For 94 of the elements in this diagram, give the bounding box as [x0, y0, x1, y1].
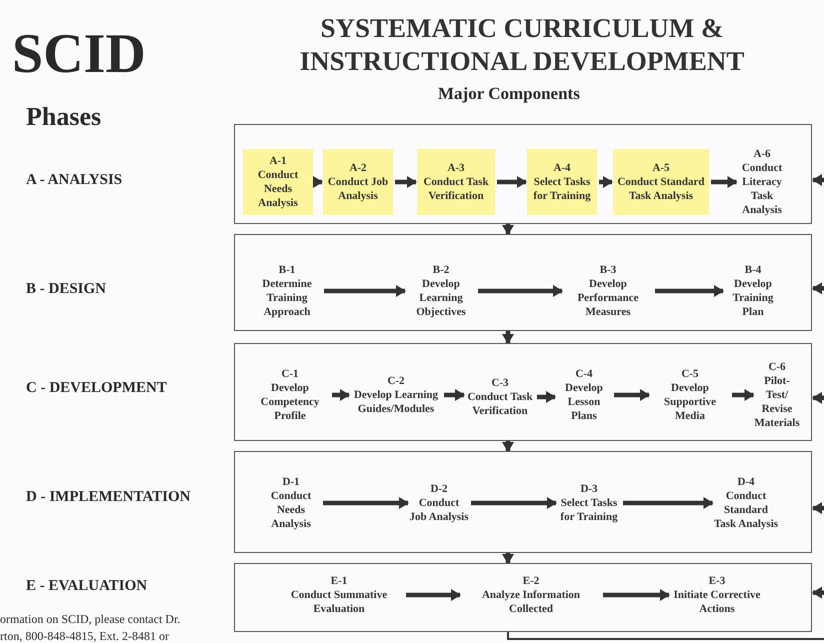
step-text: Develop Learning Guides/Modules — [352, 388, 440, 416]
step-box — [323, 149, 393, 215]
arrow — [497, 176, 527, 188]
step-text: Conduct Task Verification — [466, 390, 534, 418]
arrow — [614, 389, 650, 401]
arrow — [323, 497, 409, 509]
step-text: Develop Lesson Plans — [564, 381, 604, 423]
phase-label: A - ANALYSIS — [26, 172, 122, 189]
model-name: SCID — [12, 22, 146, 86]
step-text: Determine Training Approach — [261, 277, 313, 319]
step-text: Initiate Corrective Actions — [672, 588, 762, 616]
step-code: E-3 — [708, 574, 726, 588]
arrow — [623, 497, 714, 509]
step-code: D-2 — [430, 482, 448, 496]
step-code: A-2 — [349, 161, 367, 175]
subtitle: Major Components — [438, 84, 580, 104]
step-code: A-4 — [553, 161, 571, 175]
step-code: B-4 — [744, 263, 762, 277]
arrow — [444, 389, 465, 401]
arrow — [812, 586, 824, 599]
step-text: Develop Supportive Media — [663, 381, 717, 423]
step-code: E-2 — [522, 574, 540, 588]
step-text: Conduct Needs Analysis — [270, 489, 312, 531]
step-text: Analyze Information Collected — [480, 588, 582, 616]
arrow — [502, 553, 514, 564]
step-code: B-3 — [600, 263, 616, 277]
step-code: A-5 — [652, 161, 670, 175]
arrow — [537, 391, 556, 403]
step-code: A-6 — [753, 147, 771, 161]
step-text: Develop Competency Profile — [260, 381, 320, 423]
phase-label: C - DEVELOPMENT — [26, 380, 167, 397]
phase-panel — [234, 343, 812, 441]
arrow — [502, 441, 514, 452]
phase-label: E - EVALUATION — [26, 578, 148, 595]
arrow — [406, 589, 461, 601]
step-text: Conduct Summative Evaluation — [290, 588, 388, 616]
heading: Phases — [26, 102, 102, 132]
step-text: Conduct Needs Analysis — [256, 168, 300, 210]
step-text: Develop Training Plan — [732, 277, 774, 319]
arrow — [603, 589, 670, 601]
step-code: C-4 — [575, 367, 593, 381]
step-code: C-5 — [681, 367, 699, 381]
step-text: Conduct Standard Task Analysis — [616, 175, 706, 203]
step-code: D-3 — [580, 482, 598, 496]
step-text: Conduct Job Analysis — [409, 496, 469, 524]
arrow — [655, 285, 724, 297]
phase-label: B - DESIGN — [26, 281, 106, 298]
arrow — [711, 176, 738, 188]
step-code: C-2 — [387, 374, 405, 388]
phase-panel — [234, 563, 812, 632]
step-text: Develop Learning Objectives — [415, 277, 467, 319]
step-code: D-4 — [737, 475, 755, 489]
arrow — [502, 224, 514, 235]
phase-panel — [234, 124, 812, 224]
footnote: rton, 800-848-4815, Ext. 2-8481 or — [0, 629, 169, 643]
step-code: E-1 — [330, 574, 348, 588]
arrow — [478, 285, 563, 297]
step-box — [243, 149, 313, 215]
arrow — [599, 176, 613, 188]
step-box — [527, 149, 597, 215]
step-text: Pilot-Test/ Revise Materials — [754, 374, 800, 430]
step-code: B-1 — [278, 263, 296, 277]
step-text: Conduct Literacy Task Analysis — [740, 161, 784, 217]
step-code: C-3 — [491, 376, 509, 390]
step-text: Conduct Standard Task Analysis — [714, 489, 778, 531]
step-code: A-1 — [269, 154, 287, 168]
step-code: A-3 — [447, 161, 465, 175]
phase-panel — [234, 451, 812, 553]
step-text: Develop Performance Measures — [576, 277, 640, 319]
step-box — [417, 149, 495, 215]
arrow — [324, 285, 406, 297]
arrow — [332, 389, 350, 401]
step-text: Select Tasks for Training — [559, 496, 619, 524]
step-text: Conduct Task Verification — [422, 175, 490, 203]
arrow — [732, 389, 754, 401]
title: SYSTEMATIC CURRICULUM & INSTRUCTIONAL DEVELOPMENT — [298, 12, 746, 78]
step-code: B-2 — [432, 263, 450, 277]
step-text: Conduct Job Analysis — [327, 175, 389, 203]
step-code: C-6 — [768, 360, 786, 374]
step-box — [613, 149, 709, 215]
step-text: Select Tasks for Training — [532, 175, 592, 203]
step-code: C-1 — [281, 367, 299, 381]
phase-label: D - IMPLEMENTATION — [26, 489, 190, 506]
footnote: ormation on SCID, please contact Dr. — [0, 612, 180, 627]
arrow — [395, 176, 417, 188]
phase-panel — [234, 234, 812, 331]
arrow — [313, 176, 323, 188]
step-code: D-1 — [282, 475, 300, 489]
arrow — [812, 282, 824, 294]
arrow — [471, 497, 557, 509]
arrow — [812, 174, 824, 186]
arrow — [812, 502, 824, 514]
arrow — [812, 392, 824, 404]
arrow — [502, 331, 514, 344]
